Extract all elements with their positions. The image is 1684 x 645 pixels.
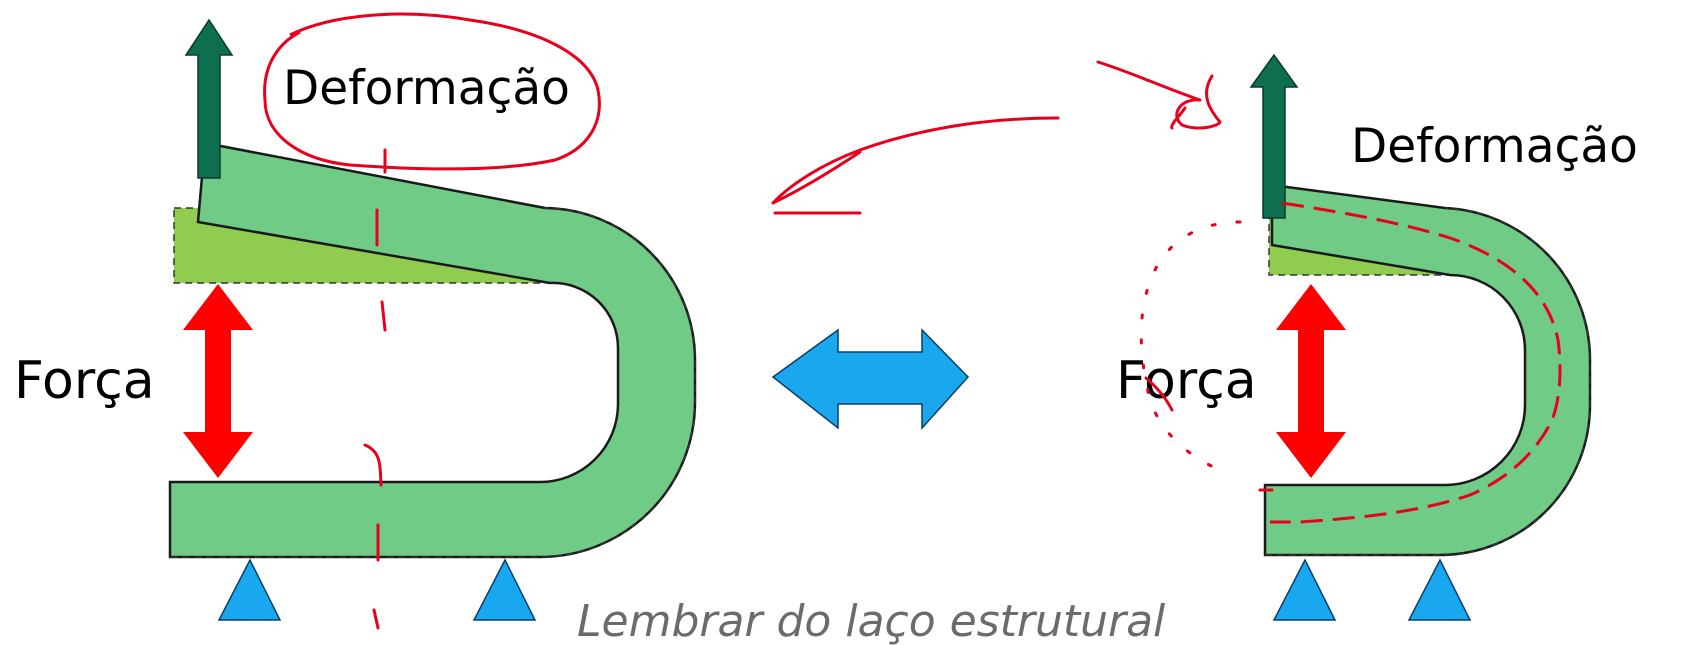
- right-support-triangle-2-icon: [1407, 558, 1472, 621]
- left-force-label: Força: [14, 351, 155, 411]
- right-force-label: Força: [1116, 351, 1257, 411]
- left-dashdot-vertical-annotation: [363, 148, 387, 630]
- left-deformation-label: Deformação: [283, 61, 570, 116]
- right-dotted-arc-annotation: [1139, 220, 1242, 472]
- center-double-arrow-icon: [771, 328, 970, 430]
- left-undeformed-outline: [170, 207, 696, 558]
- left-beam-loop: [168, 141, 697, 559]
- right-panel: Deformação Força: [1116, 53, 1638, 621]
- center-scribble-annotation: [771, 60, 1222, 215]
- right-deformation-arrow-icon: [1249, 53, 1299, 219]
- right-deformation-label: Deformação: [1351, 119, 1638, 174]
- left-deformation-arrow-icon: [184, 18, 234, 179]
- left-panel: Deformação Força: [14, 12, 697, 630]
- right-small-stroke-annotation: [1144, 376, 1274, 492]
- right-undeformed-outline: [1265, 207, 1591, 556]
- left-deformation-circle-annotation: [263, 12, 601, 171]
- left-force-arrow-icon: [183, 284, 253, 478]
- caption-text: Lembrar do laço estrutural: [577, 596, 1166, 645]
- right-support-triangle-1-icon: [1272, 558, 1337, 621]
- right-force-arrow-icon: [1276, 284, 1346, 478]
- left-support-triangle-2-icon: [472, 558, 537, 621]
- left-support-triangle-1-icon: [217, 558, 282, 621]
- right-dashed-loop-annotation: [1270, 201, 1562, 524]
